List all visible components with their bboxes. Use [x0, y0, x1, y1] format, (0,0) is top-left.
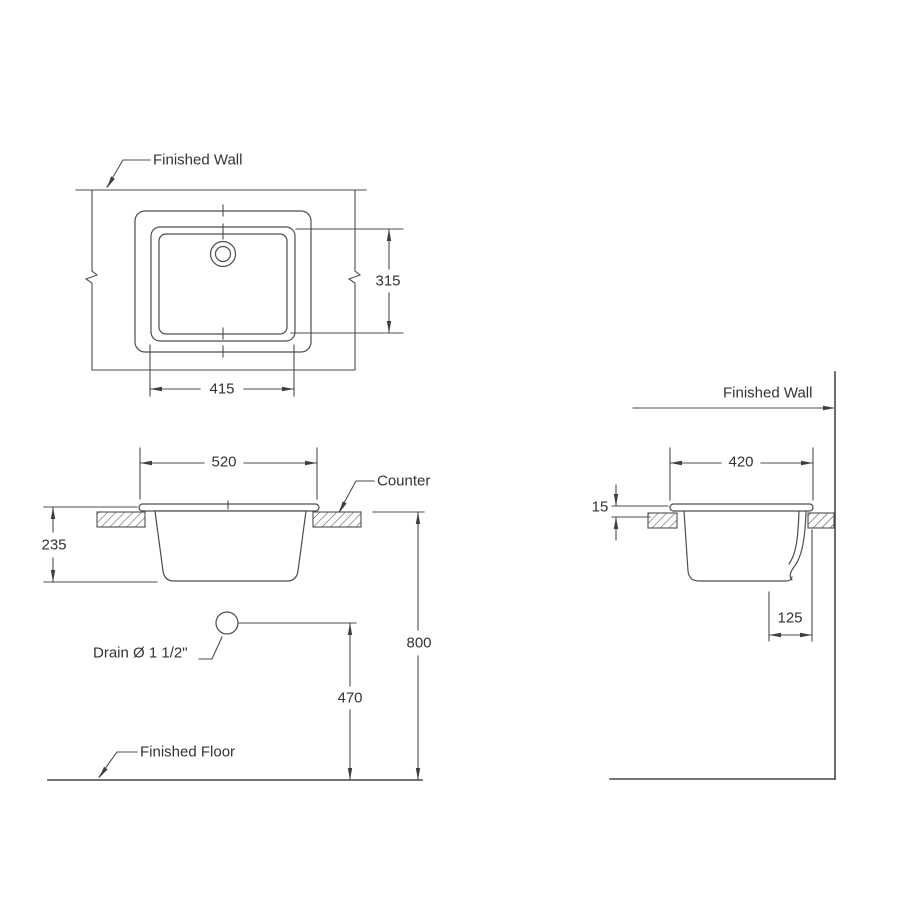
plan-left-edge-with-break [84, 189, 99, 371]
drain-leader [198, 636, 223, 660]
side-finished-wall-arrow [823, 405, 835, 411]
sink-rim-side-section [669, 503, 814, 512]
finished-floor-leader [98, 751, 138, 778]
counter-leader-arrow [339, 501, 347, 513]
plan-finished-wall-label: Finished Wall [153, 152, 242, 169]
dim-415-arrow-left [150, 386, 162, 392]
plan-right-edge-with-break [347, 189, 362, 371]
counter-leader [338, 480, 375, 513]
dim-415-text: 415 [209, 381, 234, 398]
sink-basin-side-outline [683, 510, 793, 582]
sink-basin-front-section [154, 510, 307, 582]
sink-basin-side-back-inner [788, 510, 800, 565]
dim-15-text: 15 [592, 499, 609, 516]
counter-section-left [96, 511, 146, 528]
dim-315-arrow-down [386, 321, 392, 333]
dim-800-arrow-down [415, 768, 421, 780]
dim-235-text: 235 [41, 537, 66, 554]
drain-label: Drain Ø 1 1/2" [93, 645, 188, 662]
dim-235-arrow-up [50, 507, 56, 519]
front-section-view: 520 Counter 235 800 Drain Ø 1 1/2" [41, 447, 432, 781]
plan-view: Finished Wall 315 415 [75, 152, 404, 398]
side-section-view: Finished Wall 420 15 125 [592, 371, 836, 780]
finished-floor-leader-arrow [99, 766, 108, 778]
sink-basin-side-back-outer [789, 510, 807, 581]
dim-470-text: 470 [337, 690, 362, 707]
dim-125-text: 125 [777, 610, 802, 627]
plan-finished-wall-leader-arrow [107, 176, 115, 188]
sink-rim-front-section [138, 503, 320, 512]
plan-finished-wall-leader [106, 159, 151, 188]
side-counter-section-right [807, 512, 835, 529]
dim-235-arrow-down [50, 570, 56, 582]
finished-floor-label: Finished Floor [140, 744, 235, 761]
counter-label: Counter [377, 473, 430, 490]
dim-125-arrow-left [769, 632, 781, 638]
dim-420-text: 420 [728, 454, 753, 471]
dim-125-arrow-right [800, 632, 812, 638]
dim-15-arrow-down [613, 494, 619, 506]
dim-800-text: 800 [406, 635, 431, 652]
drain-inner-circle-plan [214, 245, 232, 263]
side-finished-wall-label: Finished Wall [723, 385, 812, 402]
counter-section-right [312, 511, 362, 528]
dim-800-arrow-up [415, 512, 421, 524]
dim-520-arrow-right [305, 460, 317, 466]
dim-420-arrow-right [801, 460, 813, 466]
dim-470-arrow-up [347, 623, 353, 635]
side-counter-section-left [647, 512, 678, 529]
dim-420-arrow-left [670, 460, 682, 466]
dim-520-arrow-left [140, 460, 152, 466]
dim-315-text: 315 [375, 273, 400, 290]
dim-315-arrow-up [386, 229, 392, 241]
drain-circle-section [215, 611, 239, 635]
dim-415-arrow-right [282, 386, 294, 392]
dim-15-arrow-up [613, 517, 619, 529]
dim-470-arrow-down [347, 768, 353, 780]
dim-520-text: 520 [211, 454, 236, 471]
